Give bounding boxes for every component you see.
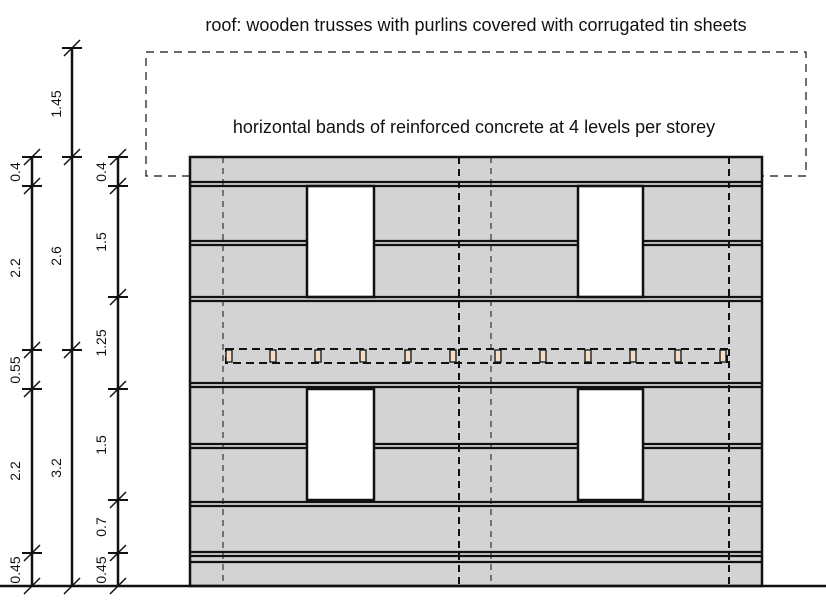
dim-col3-top: 0.4 [93,162,109,182]
dimension-tick [23,544,41,562]
joist-end [314,349,322,363]
dim-col1-plinth: 0.45 [7,556,23,583]
dim-col3-lower-window: 1.5 [93,435,109,455]
dim-col1-upper-storey: 2.2 [7,258,23,278]
window-upper-left [305,184,376,299]
dimension-tick [63,148,81,166]
dimension-tick [109,288,127,306]
dimension-column-1 [22,148,42,595]
joist-end [404,349,412,363]
band-sill-lower [190,500,762,508]
bands-label: horizontal bands of reinforced concrete … [233,117,715,137]
window-upper-right [576,184,645,299]
dimension-column-2 [62,39,82,595]
dim-col3-upper-window: 1.5 [93,232,109,252]
joist-end [359,349,367,363]
band-sill-upper [190,295,762,303]
dimension-tick [109,491,127,509]
roof-label: roof: wooden trusses with purlins covere… [205,15,746,35]
dim-col1-floor: 0.55 [7,356,23,383]
window-lower-left [305,387,376,502]
wall [188,155,764,588]
wall-body [188,155,764,588]
dimension-tick [23,148,41,166]
window-lower-right [576,387,645,502]
dimension-tick [109,148,127,166]
dim-col2-upper: 2.6 [48,246,64,266]
joist-end [269,349,277,363]
band-plinth [190,550,762,564]
band-lintel-lower [190,442,762,450]
floor-beam [225,348,728,364]
dimension-tick [23,577,41,595]
dimension-values: 0.45 2.2 0.55 2.2 0.4 3.2 2.6 1.45 0.45 … [7,90,109,583]
dimension-tick [23,177,41,195]
dimension-tick [63,577,81,595]
vertical-dashed-lines [222,157,730,586]
joist-end [629,349,637,363]
dimension-tick [63,39,81,57]
joist-end [584,349,592,363]
dimension-tick [109,177,127,195]
dimension-column-3 [108,148,128,595]
dim-col3-sill: 0.7 [93,517,109,537]
band-floor [190,381,762,389]
joist-end [539,349,547,363]
joist-ends [225,349,727,363]
floor-beam-outline [225,348,728,364]
joist-end [719,349,727,363]
joist-end [674,349,682,363]
rc-bands [190,180,762,564]
band-top [190,180,762,188]
joist-end [449,349,457,363]
dim-col3-floor-zone: 1.25 [93,329,109,356]
joist-end [225,349,233,363]
dimension-tick [109,577,127,595]
dimension-tick [109,544,127,562]
dim-col1-lower-storey: 2.2 [7,461,23,481]
dimension-tick [63,341,81,359]
dim-col1-top: 0.4 [7,162,23,182]
dimension-tick [23,341,41,359]
dimension-tick [109,380,127,398]
dim-col2-lower: 3.2 [48,458,64,478]
dim-col2-roof: 1.45 [48,90,64,117]
dim-col3-plinth: 0.45 [93,556,109,583]
dimension-tick [23,380,41,398]
band-lintel-upper [190,239,762,247]
roof-outline [145,51,807,177]
joist-end [494,349,502,363]
